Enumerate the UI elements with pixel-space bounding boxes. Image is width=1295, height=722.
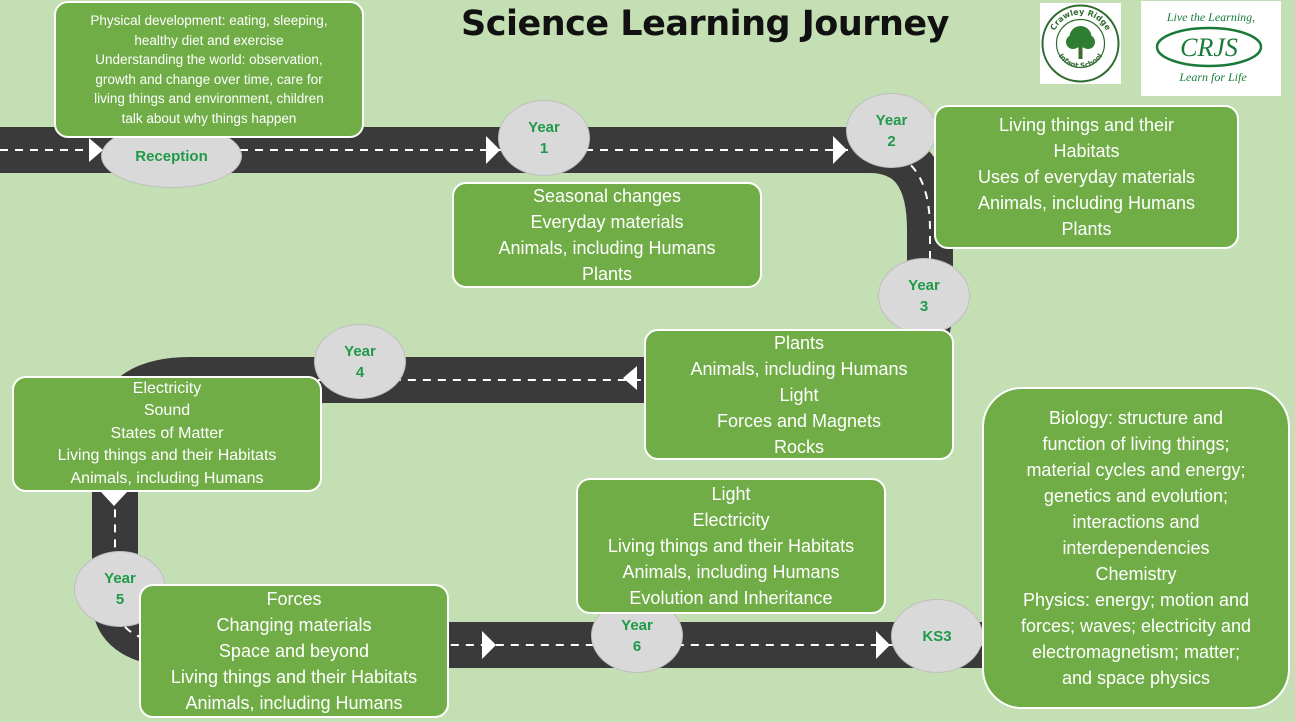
topic-line: growth and change over time, care for	[95, 71, 323, 87]
topic-line: States of Matter	[110, 424, 224, 442]
milestone-year-4: Year 4	[314, 324, 406, 399]
topic-line: interdependencies	[1062, 538, 1210, 558]
svg-text:Learn for Life: Learn for Life	[1178, 70, 1247, 84]
topic-line: Light	[711, 484, 751, 504]
topic-line: Electricity	[692, 510, 770, 530]
topic-line: interactions and	[1072, 512, 1200, 532]
topic-line: Living things and their	[998, 115, 1175, 135]
crawley-ridge-logo: Crawley Ridge Infant School	[1040, 3, 1121, 84]
milestone-label: Year	[104, 570, 136, 587]
topic-line: Light	[779, 384, 819, 405]
topic-line: living things and environment, children	[94, 91, 324, 106]
year-6-topics-box: Light Electricity Living things and thei…	[576, 478, 886, 614]
topic-line: Forces	[266, 589, 322, 609]
milestone-label: Year	[344, 342, 376, 360]
year-3-topics-box: Plants Animals, including Humans Light F…	[644, 329, 954, 460]
topic-line: Plants	[773, 332, 825, 353]
topic-line: Electricity	[132, 379, 202, 397]
topic-line: forces; waves; electricity and	[1020, 616, 1252, 636]
topic-line: and space physics	[1061, 668, 1211, 688]
topic-line: Animals, including Humans	[70, 469, 264, 487]
milestone-number: 6	[632, 637, 642, 655]
topic-line: Animals, including Humans	[622, 562, 840, 582]
topic-line: Sound	[143, 402, 191, 420]
svg-text:Live the Learning,: Live the Learning,	[1166, 10, 1255, 24]
milestone-label: KS3	[922, 627, 952, 645]
topic-line: Habitats	[1053, 141, 1120, 161]
road-arrow	[876, 631, 890, 659]
reception-topics-box: Physical development: eating, sleeping, …	[54, 1, 364, 138]
milestone-number: 3	[919, 298, 929, 315]
topic-line: Living things and their Habitats	[607, 536, 855, 556]
topic-line: function of living things;	[1042, 434, 1230, 454]
topic-line: Living things and their Habitats	[57, 447, 277, 465]
topic-line: Rocks	[773, 436, 824, 457]
topic-line: Animals, including Humans	[498, 238, 716, 258]
topic-line: Understanding the world: observation,	[95, 52, 323, 67]
topic-line: Seasonal changes	[532, 186, 682, 206]
topic-line: healthy diet and exercise	[134, 32, 284, 48]
topic-line: Physics: energy; motion and	[1022, 590, 1250, 610]
topic-line: genetics and evolution;	[1043, 486, 1229, 506]
topic-line: talk about why things happen	[121, 110, 297, 126]
road-arrow	[486, 136, 500, 164]
topic-line: Biology: structure and	[1048, 408, 1224, 428]
topic-line: Space and beyond	[218, 641, 370, 661]
milestone-number: 1	[539, 140, 549, 157]
topic-line: Plants	[1061, 219, 1112, 239]
topic-line: material cycles and energy;	[1026, 460, 1246, 480]
milestone-number: 5	[115, 591, 125, 608]
topic-line: Plants	[581, 264, 633, 284]
topic-line: electromagnetism; matter;	[1031, 642, 1241, 662]
year-2-topics-box: Living things and their Habitats Uses of…	[934, 105, 1239, 249]
topic-line: Everyday materials	[530, 212, 684, 232]
milestone-label: Year	[908, 277, 940, 294]
year-4-topics-box: Electricity Sound States of Matter Livin…	[12, 376, 322, 492]
road-arrow	[833, 136, 847, 164]
milestone-ks3: KS3	[891, 599, 983, 673]
topic-line: Evolution and Inheritance	[629, 588, 833, 608]
topic-line: Animals, including Humans	[185, 693, 403, 713]
milestone-year-1: Year 1	[498, 100, 590, 176]
ks3-topics-box: Biology: structure and function of livin…	[982, 387, 1290, 709]
road-arrow	[101, 492, 127, 506]
milestone-label: Year	[621, 616, 653, 634]
milestone-number: 4	[355, 363, 365, 381]
topic-line: Uses of everyday materials	[977, 167, 1196, 187]
road-arrow	[89, 138, 103, 162]
topic-line: Animals, including Humans	[690, 358, 908, 379]
topic-line: Forces and Magnets	[716, 410, 882, 431]
topic-line: Chemistry	[1095, 564, 1177, 584]
milestone-label: Year	[875, 111, 908, 129]
milestone-label: Reception	[135, 147, 208, 165]
milestone-year-2: Year 2	[846, 93, 937, 168]
milestone-label: Year	[528, 119, 560, 136]
year-5-topics-box: Forces Changing materials Space and beyo…	[139, 584, 449, 718]
road-arrow	[482, 631, 496, 659]
page-title: Science Learning Journey	[461, 4, 949, 44]
year-1-topics-box: Seasonal changes Everyday materials Anim…	[452, 182, 762, 288]
topic-line: Changing materials	[216, 615, 372, 635]
topic-line: Living things and their Habitats	[170, 667, 418, 687]
milestone-year-3: Year 3	[878, 258, 970, 334]
milestone-number: 2	[887, 132, 896, 150]
topic-line: Animals, including Humans	[977, 193, 1196, 213]
svg-text:CRJS: CRJS	[1180, 33, 1238, 62]
topic-line: Physical development: eating, sleeping,	[90, 13, 328, 28]
road-arrow	[623, 366, 637, 390]
crjs-logo: Live the Learning, CRJS Learn for Life	[1141, 1, 1281, 96]
